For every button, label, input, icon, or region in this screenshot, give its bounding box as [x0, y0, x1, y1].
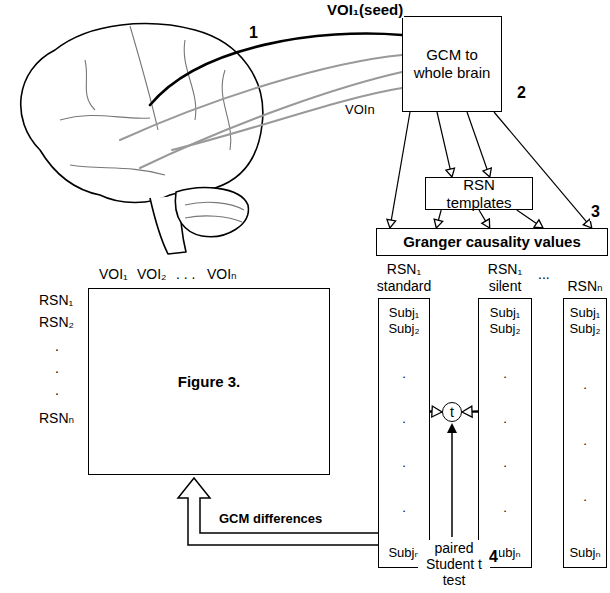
arrowhead [387, 219, 396, 228]
process-box: GCM to whole brain [402, 16, 502, 112]
connector-arrow [467, 112, 491, 177]
arrowhead [446, 168, 455, 177]
subject-label: Subj₂ [569, 321, 600, 337]
node-text: Granger causality values [403, 233, 581, 251]
subject-label: Subjₙ [569, 545, 600, 561]
callout-number: 4 [488, 548, 499, 566]
ellipsis: ... [537, 266, 551, 282]
arrowhead [534, 220, 543, 228]
ellipsis-dot: . [503, 366, 507, 382]
column-header: VOI₁ [98, 266, 129, 282]
subject-label: Subj₂ [489, 321, 520, 337]
connector-line [479, 210, 486, 221]
voi-label: VOIn [344, 103, 376, 118]
column-heading: RSN₁ silent [488, 261, 522, 295]
ellipsis-dot: . [583, 433, 587, 449]
hollow-arrow [178, 478, 405, 545]
cerebellum-fold [185, 216, 242, 222]
column-heading: RSNₙ [567, 278, 602, 295]
test-arrow-shaft [451, 430, 453, 537]
sulcus [60, 115, 150, 120]
connector-line [391, 112, 410, 220]
arrowhead [432, 406, 442, 417]
column-header: VOIₙ [206, 266, 238, 282]
ellipsis-dot: . [503, 455, 507, 471]
arrowhead [434, 219, 442, 228]
test-label: paired Student t test [418, 540, 490, 588]
subject-column: RSN₁ silentSubj₁Subj₂....Subjₙ [478, 298, 532, 568]
template-box: RSN templates [425, 177, 533, 210]
connector-arrow [430, 406, 442, 417]
cerebellum-fold [185, 202, 244, 210]
connector-arrow [494, 112, 592, 228]
row-header: RSN₂ [38, 314, 75, 330]
result-box: Granger causality values [376, 228, 608, 256]
connector-line [438, 210, 441, 220]
sulcus [85, 60, 95, 110]
subject-label: Subjₙ [388, 545, 419, 561]
subject-label: Subj₁ [389, 305, 419, 321]
dots-group: .... [402, 338, 406, 545]
connector-arrow [462, 406, 478, 417]
subject-label: Subj₁ [490, 305, 520, 321]
ellipsis-dot: . [54, 382, 60, 398]
subject-column: RSNₙSubj₁Subj₂...Subjₙ [563, 298, 607, 568]
arrow-label: GCM differences [218, 512, 323, 527]
voi-line [140, 72, 402, 168]
seed-line [150, 34, 402, 105]
callout-number: 1 [248, 24, 259, 42]
ellipsis-dot: . [402, 411, 406, 427]
subject-label: Subj₁ [570, 305, 600, 321]
ellipsis-dot: . [503, 500, 507, 516]
connector-arrow [479, 210, 490, 228]
connector-line [517, 210, 537, 223]
arrowhead [482, 219, 490, 228]
connector-arrow [434, 210, 442, 228]
matrix-box: Figure 3. [88, 288, 330, 475]
sulcus [184, 40, 196, 120]
row-header: RSNₙ [38, 410, 75, 426]
column-header: VOI₂ [136, 266, 168, 282]
connector-line [437, 112, 450, 169]
cerebrum-outline [21, 24, 263, 203]
ellipsis-dot: . [54, 360, 60, 376]
ellipsis-dot: . [402, 455, 406, 471]
ellipsis-dot: . [583, 377, 587, 393]
column-header: . . . [175, 266, 196, 282]
ellipsis-dot: . [503, 411, 507, 427]
sulcus [70, 165, 165, 175]
dots-group: ... [583, 338, 587, 545]
node-text: Figure 3. [178, 373, 241, 391]
row-header: RSN₁ [38, 292, 74, 308]
ellipsis-dot: . [402, 500, 406, 516]
arrowhead [462, 406, 472, 417]
connector-arrow [437, 112, 454, 177]
node-text: RSN templates [432, 176, 526, 212]
sulcus [222, 70, 231, 150]
seed-label: VOI₁(seed) [326, 1, 404, 18]
column-heading: RSN₁ standard [377, 261, 431, 295]
ellipsis-dot: . [54, 338, 60, 354]
callout-number: 2 [516, 84, 527, 102]
cerebellum [175, 188, 248, 237]
dots-group: .... [503, 338, 507, 545]
subject-label: Subj₂ [388, 321, 419, 337]
test-arrow-head [447, 423, 457, 433]
sulcus [130, 26, 158, 130]
connector-line [467, 112, 487, 169]
node-text: GCM to whole brain [409, 46, 495, 82]
connector-arrow [387, 112, 410, 228]
callout-number: 3 [590, 203, 601, 221]
subject-column: RSN₁ standardSubj₁Subj₂....Subjₙ [378, 298, 430, 568]
ellipsis-dot: . [583, 489, 587, 505]
connector-arrow [517, 210, 543, 228]
t-test-circle: t [442, 402, 462, 422]
node-text: t [450, 405, 454, 419]
voi-line [172, 88, 402, 150]
ellipsis-dot: . [402, 366, 406, 382]
